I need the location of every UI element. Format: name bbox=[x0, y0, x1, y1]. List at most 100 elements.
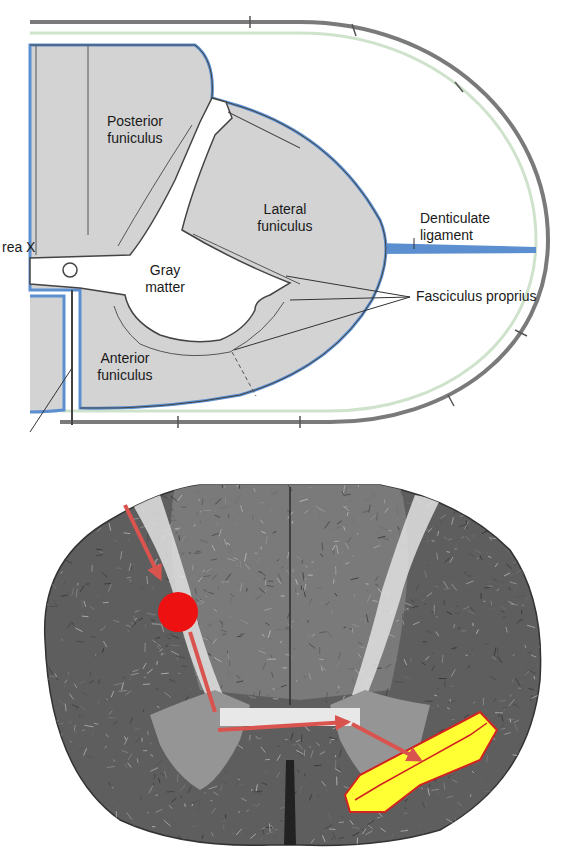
tick bbox=[249, 16, 251, 28]
texture-stroke bbox=[196, 551, 201, 552]
texture-stroke bbox=[208, 653, 211, 655]
texture-stroke bbox=[543, 556, 548, 561]
part-label: rea X bbox=[2, 239, 35, 256]
texture-stroke bbox=[518, 521, 519, 524]
texture-stroke bbox=[442, 655, 444, 663]
texture-stroke bbox=[48, 561, 54, 563]
texture-stroke bbox=[134, 846, 141, 849]
texture-stroke bbox=[202, 499, 204, 505]
texture-stroke bbox=[135, 837, 138, 843]
texture-stroke bbox=[260, 502, 265, 503]
texture-stroke bbox=[422, 802, 424, 807]
leader-line bbox=[414, 238, 415, 249]
texture-stroke bbox=[513, 769, 520, 770]
texture-stroke bbox=[393, 673, 395, 677]
texture-stroke bbox=[113, 759, 115, 761]
texture-stroke bbox=[343, 483, 347, 484]
texture-stroke bbox=[444, 600, 445, 605]
texture-stroke bbox=[154, 774, 156, 780]
texture-stroke bbox=[529, 688, 534, 689]
texture-stroke bbox=[188, 786, 191, 792]
texture-stroke bbox=[341, 550, 343, 555]
texture-stroke bbox=[41, 674, 45, 675]
texture-stroke bbox=[62, 517, 66, 523]
texture-stroke bbox=[315, 849, 323, 850]
texture-stroke bbox=[231, 499, 234, 501]
texture-stroke bbox=[537, 754, 542, 759]
texture-stroke bbox=[107, 766, 115, 767]
texture-stroke bbox=[254, 791, 262, 792]
texture-stroke bbox=[71, 826, 76, 832]
texture-stroke bbox=[285, 739, 288, 740]
texture-stroke bbox=[237, 635, 242, 637]
texture-stroke bbox=[122, 792, 125, 798]
texture-stroke bbox=[82, 817, 84, 819]
texture-stroke bbox=[152, 640, 156, 643]
texture-stroke bbox=[98, 698, 99, 705]
texture-stroke bbox=[513, 487, 517, 491]
texture-stroke bbox=[108, 584, 111, 591]
texture-stroke bbox=[299, 752, 304, 757]
texture-stroke bbox=[150, 722, 151, 731]
texture-stroke bbox=[171, 645, 180, 647]
texture-stroke bbox=[214, 658, 222, 662]
texture-stroke bbox=[237, 565, 241, 567]
texture-stroke bbox=[362, 829, 366, 834]
texture-stroke bbox=[427, 541, 430, 542]
texture-stroke bbox=[306, 535, 311, 542]
texture-stroke bbox=[51, 583, 56, 589]
texture-stroke bbox=[81, 600, 82, 609]
texture-stroke bbox=[205, 596, 207, 597]
texture-stroke bbox=[459, 510, 461, 517]
texture-stroke bbox=[526, 493, 531, 499]
texture-stroke bbox=[501, 606, 505, 610]
texture-stroke bbox=[486, 551, 489, 552]
texture-stroke bbox=[180, 785, 186, 792]
texture-stroke bbox=[219, 529, 221, 536]
leader-line bbox=[228, 112, 300, 148]
texture-stroke bbox=[336, 777, 337, 786]
texture-stroke bbox=[53, 813, 56, 815]
texture-stroke bbox=[151, 754, 154, 756]
texture-stroke bbox=[367, 594, 371, 602]
texture-stroke bbox=[440, 493, 443, 496]
texture-stroke bbox=[526, 668, 527, 676]
texture-stroke bbox=[170, 484, 172, 485]
texture-stroke bbox=[425, 701, 433, 702]
texture-stroke bbox=[172, 516, 174, 517]
texture-stroke bbox=[329, 737, 337, 739]
texture-stroke bbox=[295, 792, 297, 794]
texture-stroke bbox=[482, 531, 488, 534]
texture-stroke bbox=[470, 794, 472, 797]
texture-stroke bbox=[530, 755, 533, 763]
texture-stroke bbox=[241, 798, 246, 801]
texture-stroke bbox=[147, 812, 149, 813]
texture-stroke bbox=[504, 819, 511, 821]
texture-stroke bbox=[366, 590, 368, 593]
texture-stroke bbox=[321, 668, 322, 672]
central-canal bbox=[63, 263, 77, 277]
tick bbox=[455, 82, 463, 92]
texture-stroke bbox=[273, 698, 278, 699]
pathway-line bbox=[190, 632, 215, 712]
texture-stroke bbox=[340, 564, 341, 569]
texture-stroke bbox=[314, 765, 321, 766]
texture-stroke bbox=[454, 546, 458, 548]
texture-stroke bbox=[116, 743, 120, 747]
texture-stroke bbox=[509, 766, 515, 768]
texture-stroke bbox=[499, 700, 505, 702]
texture-stroke bbox=[240, 583, 242, 591]
texture-stroke bbox=[326, 692, 328, 699]
texture-stroke bbox=[329, 741, 331, 743]
texture-stroke bbox=[295, 588, 296, 592]
texture-stroke bbox=[227, 543, 231, 545]
texture-stroke bbox=[177, 840, 185, 841]
texture-stroke bbox=[506, 511, 508, 519]
texture-stroke bbox=[212, 808, 216, 814]
texture-stroke bbox=[330, 551, 335, 553]
texture-stroke bbox=[445, 558, 450, 562]
texture-stroke bbox=[172, 488, 173, 490]
texture-stroke bbox=[365, 499, 369, 501]
texture-stroke bbox=[438, 792, 440, 795]
texture-stroke bbox=[530, 756, 533, 759]
